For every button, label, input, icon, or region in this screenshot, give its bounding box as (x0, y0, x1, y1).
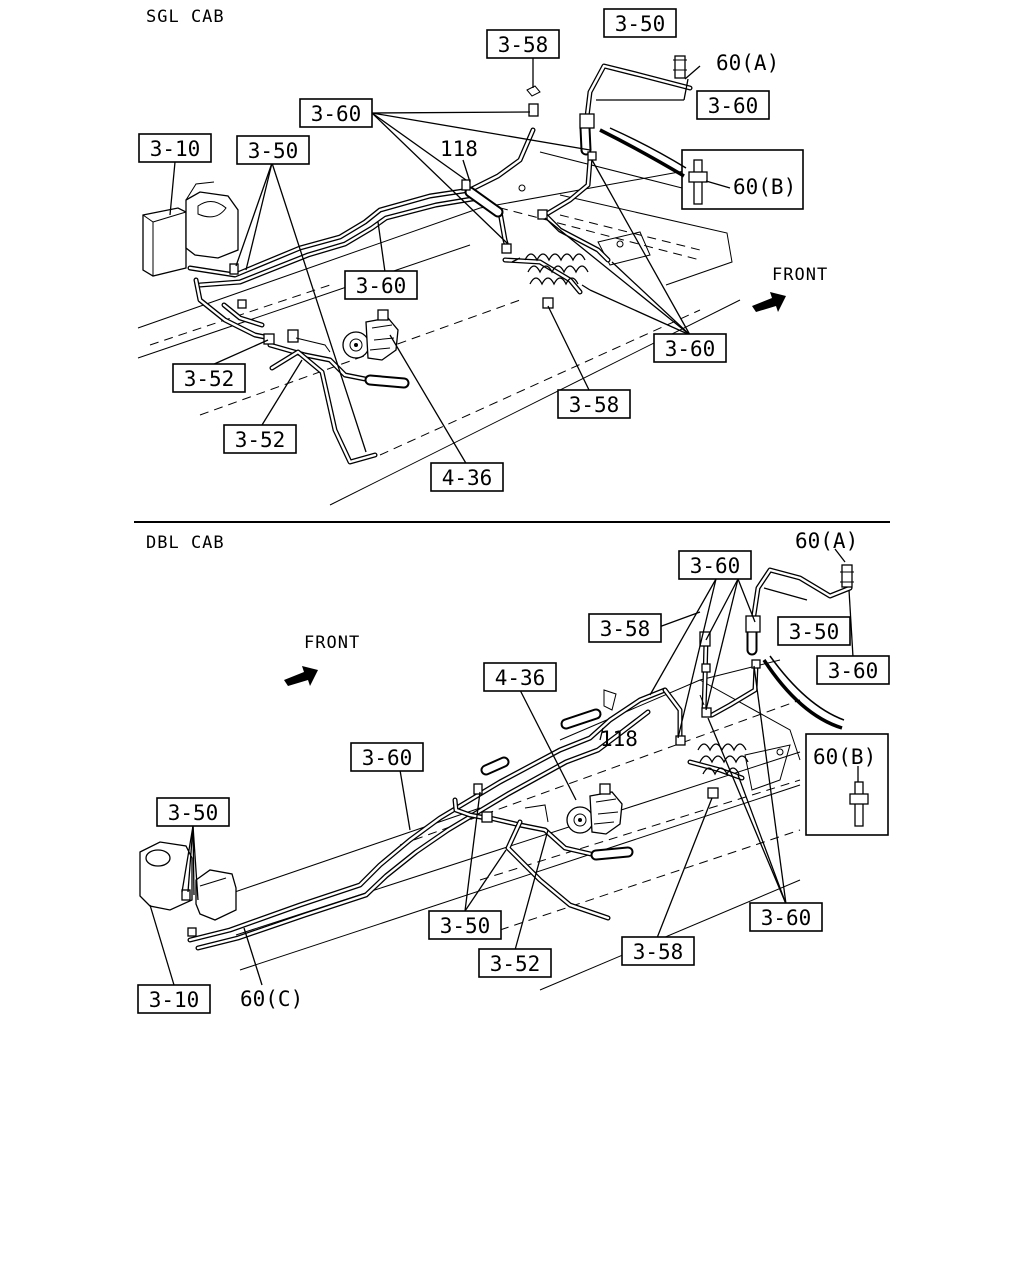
sgl-label-3-52b: 3-52 (223, 424, 297, 454)
sgl-text-118: 118 (440, 137, 478, 161)
sgl-text-60a: 60(A) (716, 51, 779, 75)
dbl-label-3-52: 3-52 (478, 948, 552, 978)
sgl-label-3-52a-text: 3-52 (184, 367, 235, 391)
sgl-section-title: SGL CAB (146, 7, 225, 27)
sgl-label-3-58a-text: 3-58 (498, 33, 549, 57)
dbl-label-3-58a-text: 3-58 (600, 617, 651, 641)
dbl-label-3-50b: 3-50 (156, 797, 230, 827)
dbl-label-3-50b-text: 3-50 (168, 801, 219, 825)
sgl-cooler-coil (511, 253, 591, 291)
sgl-label-3-52b-text: 3-52 (235, 428, 286, 452)
dbl-label-3-10-text: 3-10 (149, 988, 200, 1012)
sgl-label-3-60c-text: 3-60 (356, 274, 407, 298)
dbl-detail-60b (762, 655, 889, 836)
sgl-label-3-60c: 3-60 (344, 270, 418, 300)
sgl-label-3-50b-text: 3-50 (615, 12, 666, 36)
dbl-front-label: FRONT (304, 633, 360, 653)
dbl-hoses (480, 622, 758, 861)
dbl-label-3-60b-text: 3-60 (828, 659, 879, 683)
dbl-label-3-50c-text: 3-50 (440, 914, 491, 938)
sgl-reservoir (142, 181, 239, 277)
sgl-label-3-10-text: 3-10 (150, 137, 201, 161)
dbl-label-4-36: 4-36 (483, 662, 557, 692)
dbl-label-3-50a: 3-50 (777, 616, 851, 646)
dbl-cab-section: DBL CAB (137, 529, 890, 1014)
sgl-label-3-60a: 3-60 (299, 98, 373, 128)
sgl-front-label: FRONT (772, 265, 828, 285)
sgl-pump (342, 309, 399, 361)
sgl-label-3-58a: 3-58 (486, 29, 560, 59)
dbl-front-arrow (284, 666, 318, 686)
dbl-leader-lines (149, 548, 854, 986)
sgl-label-3-60b-text: 3-60 (708, 94, 759, 118)
sgl-label-3-50a-text: 3-50 (248, 139, 299, 163)
sgl-text-60b: 60(B) (733, 175, 796, 199)
sgl-label-3-52a: 3-52 (172, 363, 246, 393)
sgl-hoses (364, 122, 592, 389)
dbl-label-4-36-text: 4-36 (495, 666, 546, 690)
dbl-section-title: DBL CAB (146, 533, 225, 553)
sgl-label-4-36: 4-36 (430, 462, 504, 492)
sgl-label-3-60b: 3-60 (696, 90, 770, 120)
dbl-label-3-60c: 3-60 (350, 742, 424, 772)
dbl-label-3-60a: 3-60 (678, 550, 752, 580)
dbl-label-3-60b: 3-60 (816, 655, 890, 685)
sgl-label-3-10: 3-10 (138, 133, 212, 163)
dbl-pump (566, 783, 623, 835)
dbl-label-3-10: 3-10 (137, 984, 211, 1014)
dbl-label-3-60d: 3-60 (749, 902, 823, 932)
sgl-label-3-50a: 3-50 (236, 135, 310, 165)
sgl-front-arrow (752, 292, 786, 312)
dbl-pipes (187, 567, 853, 951)
sgl-detail-60b (599, 127, 804, 210)
sgl-label-4-36-text: 4-36 (442, 466, 493, 490)
dbl-text-60c: 60(C) (240, 987, 303, 1011)
dbl-reservoir (139, 841, 237, 921)
dbl-fittings (181, 564, 854, 937)
dbl-label-3-58a: 3-58 (588, 613, 662, 643)
dbl-label-3-58b-text: 3-58 (633, 940, 684, 964)
dbl-label-3-60d-text: 3-60 (761, 906, 812, 930)
dbl-label-3-58b: 3-58 (621, 936, 695, 966)
dbl-text-60b: 60(B) (813, 745, 876, 769)
dbl-label-3-60c-text: 3-60 (362, 746, 413, 770)
sgl-cab-section: SGL CAB (137, 7, 828, 506)
dbl-label-3-52-text: 3-52 (490, 952, 541, 976)
dbl-label-3-50a-text: 3-50 (789, 620, 840, 644)
sgl-label-3-60d-text: 3-60 (665, 337, 716, 361)
dbl-text-60a: 60(A) (795, 529, 858, 553)
sgl-label-3-60a-text: 3-60 (311, 102, 362, 126)
sgl-label-3-50b: 3-50 (603, 8, 677, 38)
dbl-label-3-50c: 3-50 (428, 910, 502, 940)
sgl-label-3-58b: 3-58 (557, 389, 631, 419)
sgl-leader-lines (169, 58, 701, 466)
sgl-label-3-60d: 3-60 (653, 333, 727, 363)
dbl-label-3-60a-text: 3-60 (690, 554, 741, 578)
sgl-label-3-58b-text: 3-58 (569, 393, 620, 417)
dbl-text-118: 118 (600, 727, 638, 751)
